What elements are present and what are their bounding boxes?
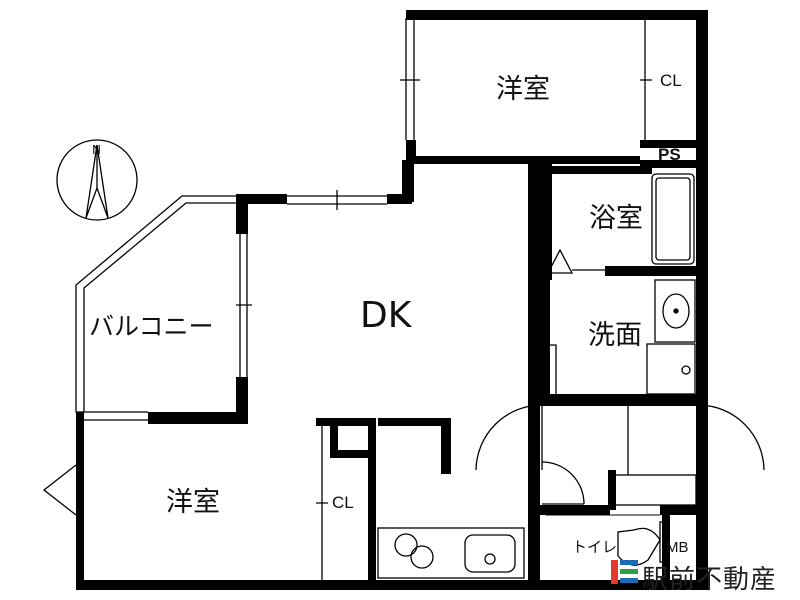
balcony-railing xyxy=(75,195,240,413)
closet-top-door xyxy=(640,18,652,140)
side-door-icon xyxy=(42,464,77,516)
room-label-toilet: トイレ xyxy=(572,539,618,556)
washing-machine-space xyxy=(646,343,696,395)
compass-north-label: N xyxy=(92,143,101,157)
washbasin xyxy=(654,279,696,343)
room-label-balcony: バルコニー xyxy=(89,312,214,341)
room-label-western-bottom: 洋室 xyxy=(166,487,220,518)
room-label-western-top: 洋室 xyxy=(496,74,550,105)
stove-burner-1 xyxy=(394,533,418,557)
logo-text: 駅前不動産 xyxy=(642,565,778,595)
closet-bottom-door xyxy=(316,425,328,582)
room-label-dk: DK xyxy=(360,295,412,336)
walls xyxy=(76,10,708,590)
dk-window xyxy=(287,190,387,210)
closet-label-bottom: CL xyxy=(332,493,354,512)
compass-icon xyxy=(56,139,138,221)
meter-box-label: MB xyxy=(666,539,689,556)
bathtub xyxy=(651,173,695,265)
balcony-window xyxy=(236,234,252,377)
logo-icon xyxy=(611,560,638,584)
top-room-window xyxy=(400,18,420,140)
bottom-room-window xyxy=(84,411,148,421)
room-label-bath: 浴室 xyxy=(589,203,643,234)
kitchen-counter xyxy=(377,527,525,579)
bath-door-icon xyxy=(546,248,574,274)
stove-burner-2 xyxy=(410,545,434,569)
sink xyxy=(464,534,516,573)
room-label-washroom: 洗面 xyxy=(588,320,642,351)
closet-label-top: CL xyxy=(660,71,682,90)
pipe-space-label: PS xyxy=(658,145,681,164)
right-door-swing xyxy=(699,404,765,471)
